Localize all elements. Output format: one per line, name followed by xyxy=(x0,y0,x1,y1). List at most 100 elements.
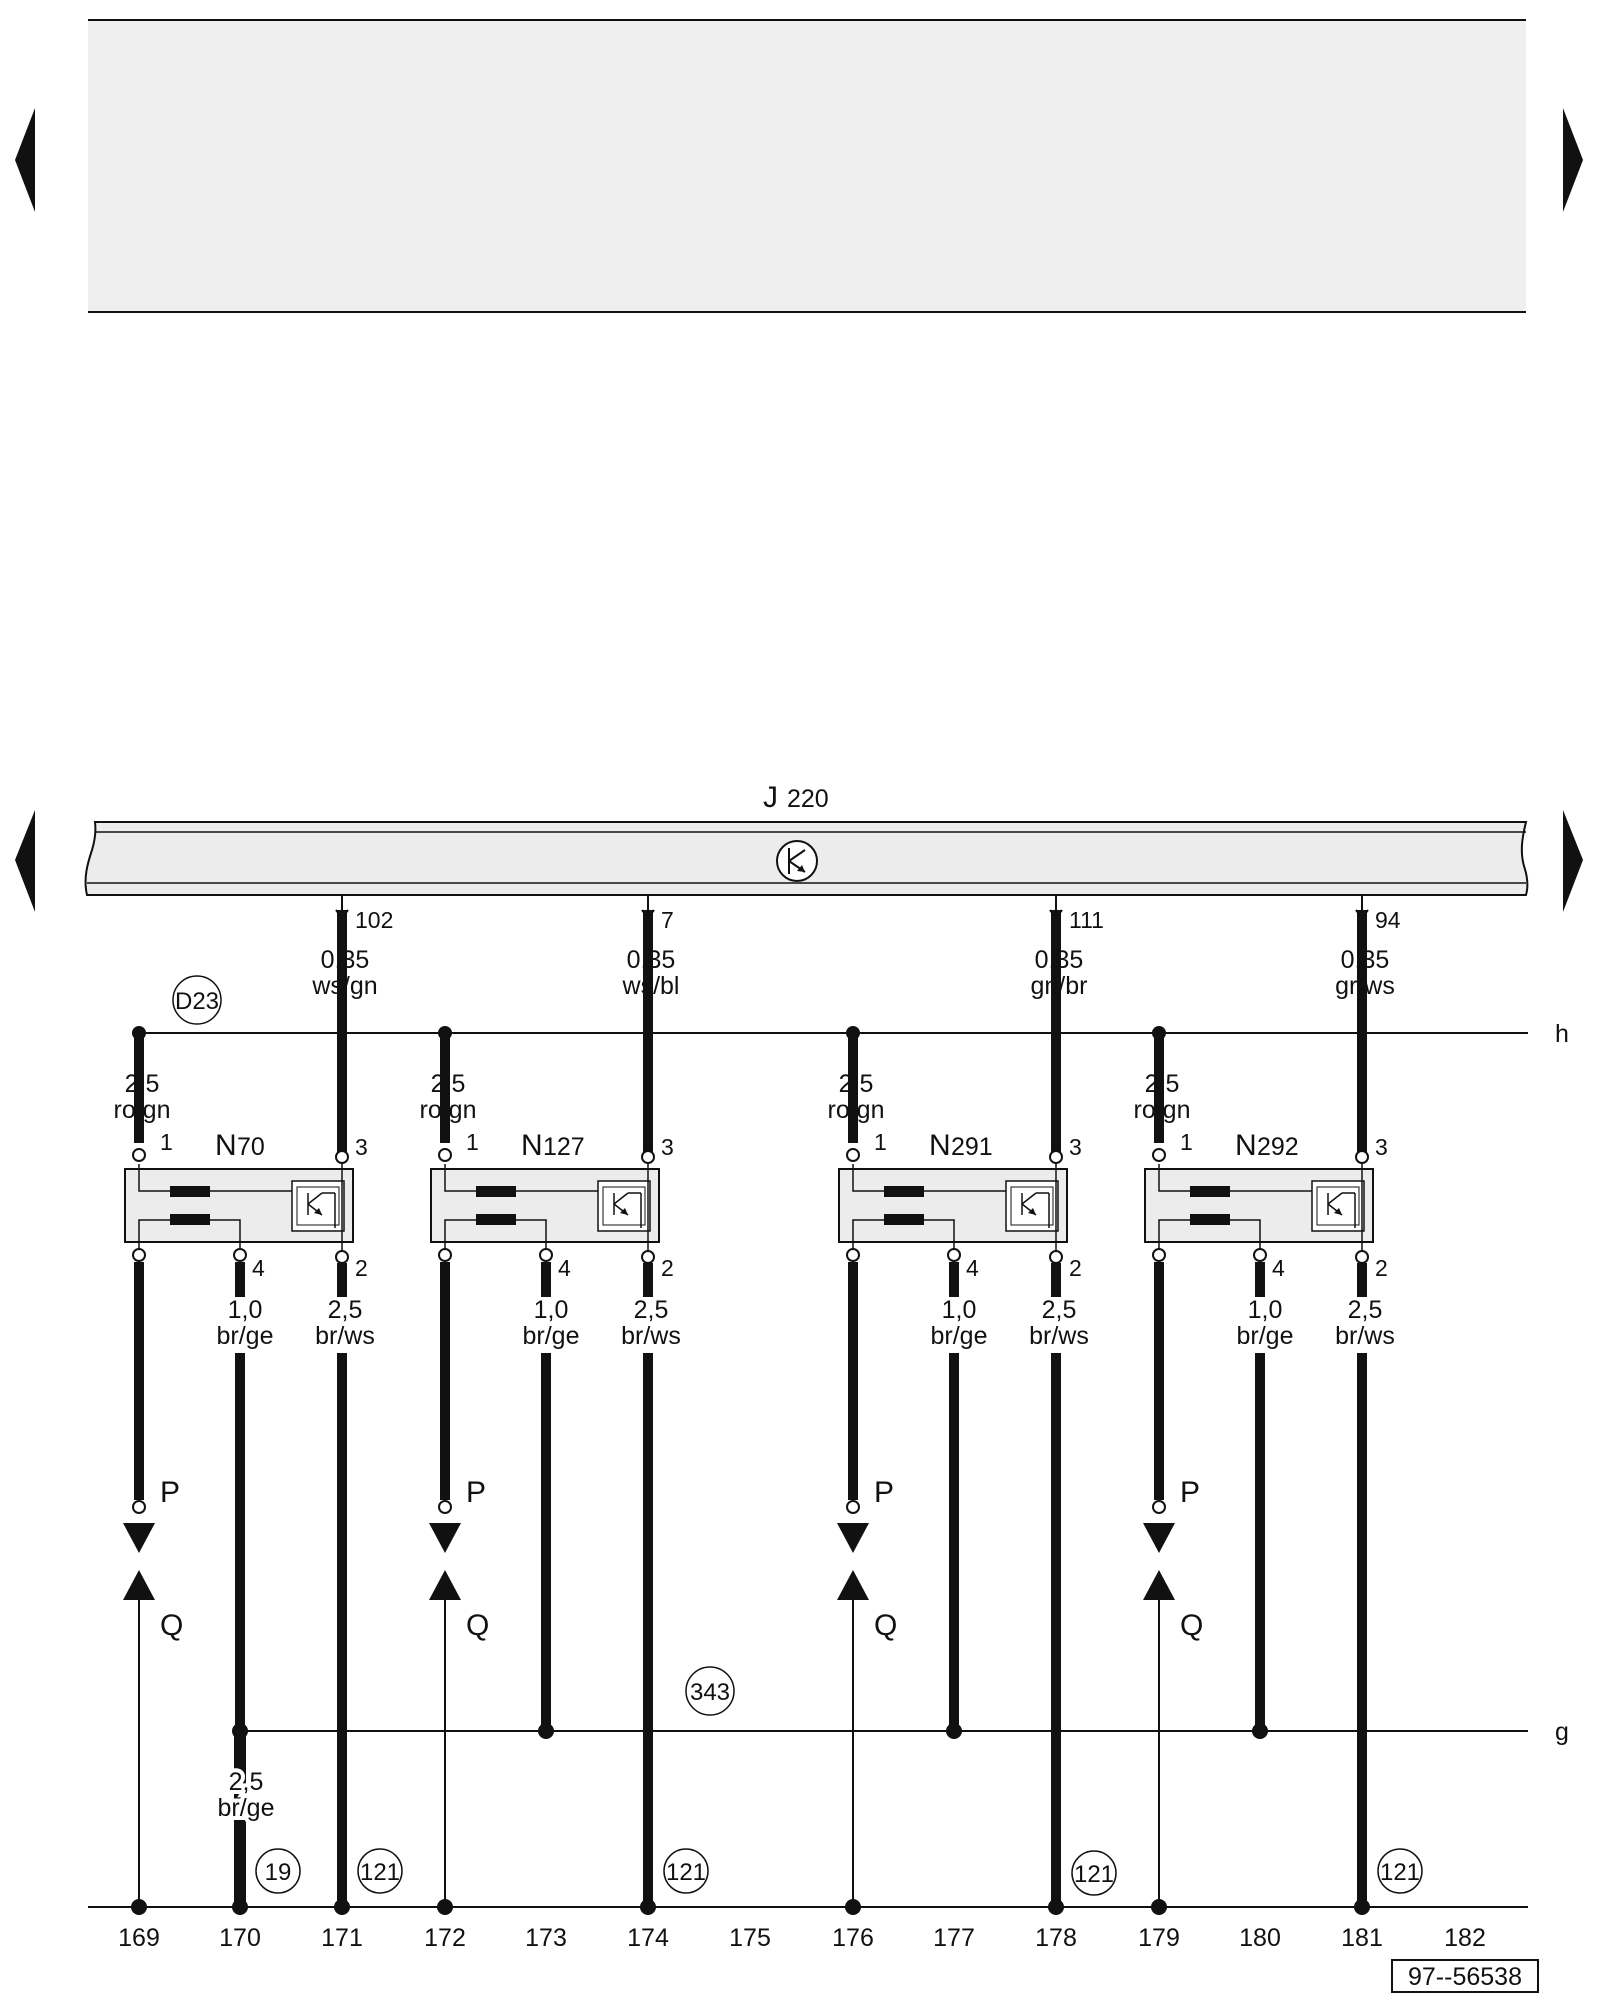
pin-1-label: 1 xyxy=(160,1129,173,1155)
signal-wire-size: 0,35 xyxy=(627,946,676,974)
pin-4-label: 4 xyxy=(1272,1255,1285,1281)
ground-main-wire xyxy=(234,1731,246,1907)
ref-circle-19 xyxy=(255,1848,301,1894)
output-wire-size: 2,5 xyxy=(1042,1296,1077,1324)
ref-d23: D23 xyxy=(175,988,219,1015)
ref-121: 121 xyxy=(1074,1861,1114,1888)
pin-terminal xyxy=(846,1148,860,1162)
pin-terminal xyxy=(438,1248,452,1262)
pin-4-label: 4 xyxy=(252,1255,265,1281)
pin-4-label: 4 xyxy=(966,1255,979,1281)
ref-circle-d23 xyxy=(172,975,222,1025)
pin-3-label: 3 xyxy=(661,1134,674,1160)
rail-junction xyxy=(132,1026,146,1040)
pin-terminal xyxy=(132,1148,146,1162)
pin-3-label: 3 xyxy=(1375,1134,1388,1160)
output-wire-size: 2,5 xyxy=(634,1296,669,1324)
p-terminal xyxy=(846,1500,860,1514)
connector-q-arrow-icon xyxy=(837,1570,869,1600)
pin-terminal xyxy=(641,1250,655,1264)
ground-junction xyxy=(538,1723,554,1739)
track-number: 178 xyxy=(1035,1924,1077,1952)
prev-page-arrow-icon-2[interactable] xyxy=(15,810,35,912)
ground-wire-color: br/ge xyxy=(1237,1322,1294,1350)
pin-terminal xyxy=(1049,1150,1063,1164)
rail-junction xyxy=(1152,1026,1166,1040)
bottom-junction xyxy=(1048,1899,1064,1915)
output-wire-color: br/ws xyxy=(1029,1322,1089,1350)
connector-p-arrow-icon xyxy=(123,1523,155,1553)
pin-2-label: 2 xyxy=(1375,1255,1388,1281)
valve-letter: N xyxy=(521,1129,543,1162)
valve-letter: N xyxy=(1235,1129,1257,1162)
prev-page-arrow-icon[interactable] xyxy=(15,108,35,212)
pin-terminal xyxy=(1253,1248,1267,1262)
valve-body[interactable] xyxy=(124,1155,354,1257)
supply-wire-color: ro/gn xyxy=(828,1096,885,1124)
pin-terminal xyxy=(1152,1248,1166,1262)
pin-terminal xyxy=(1355,1250,1369,1264)
bottom-junction xyxy=(437,1899,453,1915)
valve-body[interactable] xyxy=(838,1155,1068,1257)
ground-junction xyxy=(1252,1723,1268,1739)
ref-circle-121 xyxy=(357,1848,403,1894)
connector-q-label: Q xyxy=(466,1609,489,1642)
supply-wire-size: 2,5 xyxy=(431,1070,466,1098)
pin-2-label: 2 xyxy=(355,1255,368,1281)
signal-wire-size: 0,35 xyxy=(321,946,370,974)
control-unit-j220[interactable] xyxy=(84,821,1529,896)
bottom-junction xyxy=(232,1899,248,1915)
bottom-junction xyxy=(1151,1899,1167,1915)
track-number: 172 xyxy=(424,1924,466,1952)
p-terminal xyxy=(132,1500,146,1514)
valve-group-n70: 102 0,35 ws/gn 2,5 ro/gn 1 3 N 70 xyxy=(114,907,403,1915)
supply-wire-size: 2,5 xyxy=(125,1070,160,1098)
valve-letter: N xyxy=(215,1129,237,1162)
ref-circle-121 xyxy=(1071,1850,1117,1896)
pin-terminal xyxy=(233,1248,247,1262)
output-wire-color: br/ws xyxy=(621,1322,681,1350)
ground-wire-color: br/ge xyxy=(931,1322,988,1350)
signal-wire-color: gn/br xyxy=(1031,972,1088,1000)
bottom-junction xyxy=(1354,1899,1370,1915)
valve-number: 292 xyxy=(1257,1133,1299,1161)
pin-terminal xyxy=(1152,1148,1166,1162)
valve-letter: N xyxy=(929,1129,951,1162)
ref-circle-121 xyxy=(1377,1848,1423,1894)
valve-number: 70 xyxy=(237,1133,265,1161)
track-number: 181 xyxy=(1341,1924,1383,1952)
pin-terminal xyxy=(846,1248,860,1262)
ground-junction xyxy=(946,1723,962,1739)
pin-4-label: 4 xyxy=(558,1255,571,1281)
rail-junction xyxy=(846,1026,860,1040)
track-number: 175 xyxy=(729,1924,771,1952)
connector-p-arrow-icon xyxy=(837,1523,869,1553)
ref-121: 121 xyxy=(666,1859,706,1886)
rail-junction xyxy=(438,1026,452,1040)
output-wire-size: 2,5 xyxy=(1348,1296,1383,1324)
pin-terminal xyxy=(1049,1250,1063,1264)
track-numbers: 169 170 171 172 173 174 175 176 177 178 … xyxy=(118,1924,1486,1952)
next-page-arrow-icon[interactable] xyxy=(1563,108,1583,212)
bottom-junction xyxy=(334,1899,350,1915)
track-number: 171 xyxy=(321,1924,363,1952)
connector-pin-label: 102 xyxy=(355,907,393,933)
bottom-junction xyxy=(845,1899,861,1915)
next-page-arrow-icon-2[interactable] xyxy=(1563,810,1583,912)
valve-body[interactable] xyxy=(430,1155,660,1257)
pin-3-label: 3 xyxy=(1069,1134,1082,1160)
valve-body[interactable] xyxy=(1144,1155,1374,1257)
track-number: 180 xyxy=(1239,1924,1281,1952)
ground-wire-size: 1,0 xyxy=(1248,1296,1283,1324)
ground-wire-size: 1,0 xyxy=(534,1296,569,1324)
pin-terminal xyxy=(335,1150,349,1164)
output-wire-color: br/ws xyxy=(315,1322,375,1350)
signal-wire-size: 0,35 xyxy=(1341,946,1390,974)
control-unit-number: 220 xyxy=(787,785,829,813)
supply-wire-color: ro/gn xyxy=(420,1096,477,1124)
ground-wire-size: 1,0 xyxy=(228,1296,263,1324)
ground-wire-color: br/ge xyxy=(523,1322,580,1350)
p-terminal xyxy=(1152,1500,1166,1514)
track-number: 182 xyxy=(1444,1924,1486,1952)
